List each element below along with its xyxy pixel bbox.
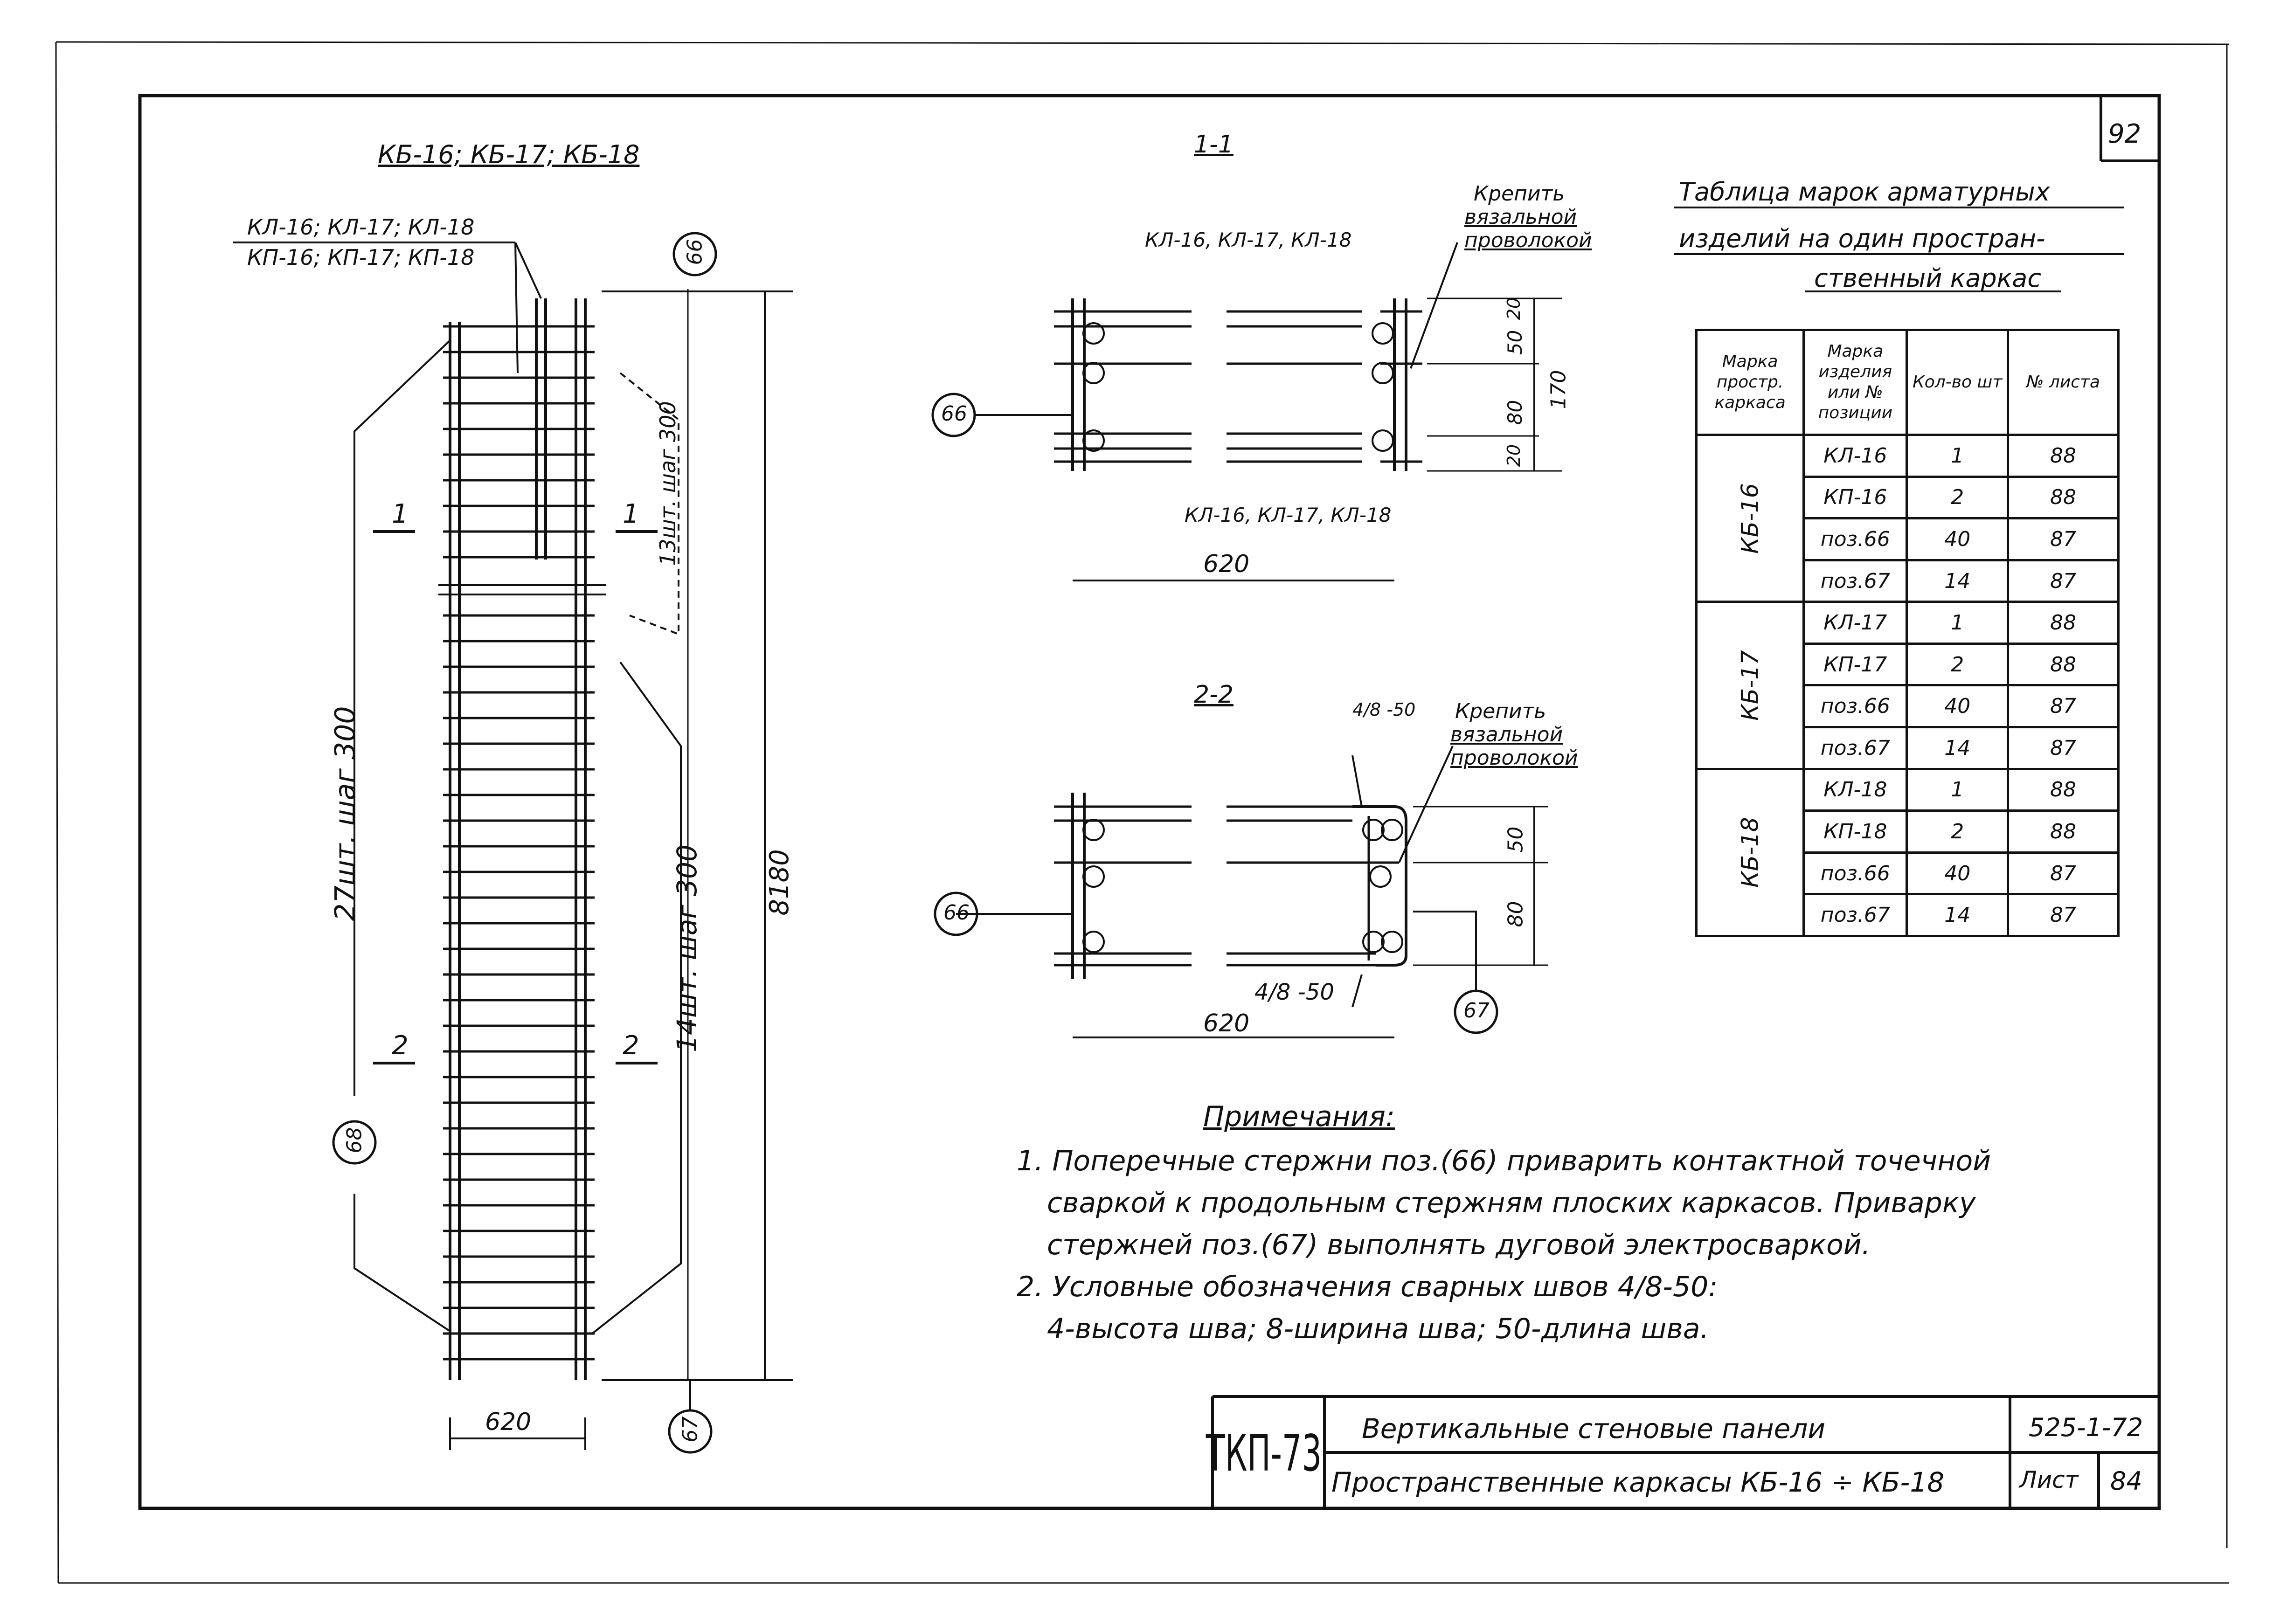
section-1-note-2: вязальной bbox=[1464, 205, 1577, 229]
section-1-bottom-label: КЛ-16, КЛ-17, КЛ-18 bbox=[1185, 504, 1392, 526]
note-line-3: стержней поз.(67) выполнять дуговой элек… bbox=[1047, 1229, 1871, 1261]
pos-68: 68 bbox=[342, 1127, 367, 1154]
th-item: Марка изделия или № позиции bbox=[1802, 329, 1908, 436]
table-title-3: ственный каркас bbox=[1814, 263, 2042, 293]
sec2-dim-80: 80 bbox=[1504, 901, 1528, 927]
title-line-1: Вертикальные стеновые панели bbox=[1362, 1413, 1826, 1444]
section-1-note-3: проволокой bbox=[1464, 228, 1592, 252]
series-number: 525-1-72 bbox=[2029, 1413, 2143, 1442]
note-line-2: сваркой к продольным стержням плоских ка… bbox=[1047, 1187, 1976, 1219]
note-line-4: 2. Условные обозначения сварных швов 4/8… bbox=[1017, 1271, 1718, 1303]
sec2-dim-620: 620 bbox=[1203, 1009, 1250, 1037]
stamp-code: ТКП-73 bbox=[1206, 1424, 1322, 1483]
left-view-title: КБ-16; КБ-17; КБ-18 bbox=[378, 140, 640, 169]
table-title-2: изделий на один простран- bbox=[1679, 224, 2045, 253]
dim-8180: 8180 bbox=[764, 849, 795, 916]
sec1-dim-20b: 20 bbox=[1504, 444, 1525, 467]
frame-labels-kl: КЛ-16; КЛ-17; КЛ-18 bbox=[247, 214, 475, 240]
corner-number: 92 bbox=[2108, 119, 2141, 149]
sheet-number: 84 bbox=[2110, 1466, 2142, 1496]
sec1-dim-80: 80 bbox=[1504, 400, 1527, 425]
section-1-note-1: Крепить bbox=[1474, 182, 1565, 206]
section-2-weld-top: 4/8 -50 bbox=[1352, 699, 1416, 720]
marks-table: Марка простр. каркаса Марка изделия или … bbox=[1695, 329, 2120, 938]
note-line-1: 1. Поперечные стержни поз.(66) приварить… bbox=[1017, 1145, 1991, 1177]
section-1-title: 1-1 bbox=[1194, 131, 1234, 159]
frame-kb16: КБ-16 bbox=[1736, 483, 1764, 554]
table-title-1: Таблица марок арматурных bbox=[1679, 177, 2050, 207]
right-spacing-top: 13шт. шаг 300 bbox=[655, 401, 680, 566]
section-2-note-2: вязальной bbox=[1450, 723, 1563, 746]
cut-2-right: 2 bbox=[623, 1030, 639, 1061]
section-2-weld-bottom: 4/8 -50 bbox=[1254, 979, 1334, 1005]
note-line-5: 4-высота шва; 8-ширина шва; 50-длина шва… bbox=[1047, 1313, 1709, 1345]
section-2-note-3: проволокой bbox=[1450, 746, 1578, 770]
frame-kb17: КБ-17 bbox=[1736, 650, 1764, 721]
cut-2-left: 2 bbox=[392, 1030, 409, 1061]
th-qty: Кол-во шт bbox=[1906, 329, 2010, 436]
dim-620-left: 620 bbox=[485, 1408, 532, 1436]
frame-labels-kp: КП-16; КП-17; КП-18 bbox=[247, 245, 475, 270]
sec1-dim-620: 620 bbox=[1203, 550, 1250, 578]
th-sheet: № листа bbox=[2007, 329, 2120, 436]
th-frame: Марка простр. каркаса bbox=[1695, 329, 1805, 436]
cut-1-right: 1 bbox=[623, 499, 639, 529]
notes-heading: Примечания: bbox=[1203, 1100, 1395, 1133]
frame-kb18: КБ-18 bbox=[1736, 817, 1764, 888]
sec2-dim-50: 50 bbox=[1504, 826, 1528, 853]
section-2-title: 2-2 bbox=[1194, 681, 1234, 709]
sec1-dim-50: 50 bbox=[1504, 330, 1527, 355]
title-line-2: Пространственные каркасы КБ-16 ÷ КБ-18 bbox=[1331, 1466, 1945, 1498]
section-1-pos-66: 66 bbox=[941, 402, 967, 426]
sec1-dim-20: 20 bbox=[1504, 297, 1525, 320]
sheet-label: Лист bbox=[2019, 1466, 2079, 1493]
section-1-top-label: КЛ-16, КЛ-17, КЛ-18 bbox=[1145, 228, 1352, 251]
section-2-pos-66: 66 bbox=[943, 901, 970, 925]
section-2-note-1: Крепить bbox=[1455, 699, 1546, 723]
pos-67-bottom: 67 bbox=[678, 1416, 702, 1443]
section-2-pos-67: 67 bbox=[1463, 999, 1490, 1023]
left-spacing: 27шт. шаг 300 bbox=[329, 706, 362, 921]
pos-66-top: 66 bbox=[683, 239, 707, 265]
sec1-dim-170: 170 bbox=[1546, 370, 1571, 409]
cut-1-left: 1 bbox=[392, 499, 409, 529]
right-spacing-bottom: 14шт. шаг 300 bbox=[671, 844, 703, 1052]
